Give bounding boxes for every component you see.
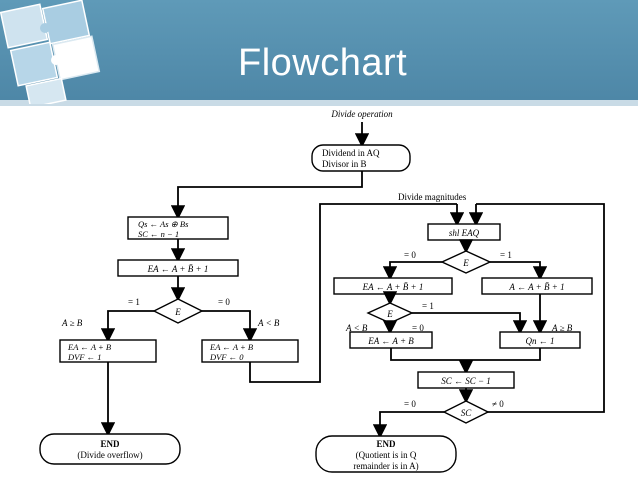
qs-box-line2: SC ← n − 1	[138, 229, 179, 239]
overflow-line1: EA ← A + B	[67, 342, 111, 352]
e-mid-one: = 1	[500, 250, 512, 260]
end-overflow-line1: END	[100, 439, 120, 449]
e-low-one: = 1	[422, 301, 434, 311]
end-overflow-box	[39, 433, 181, 465]
e-mid-zero: = 0	[404, 250, 416, 260]
header-divider	[0, 100, 638, 106]
end-final-line3: remainder is in A)	[353, 461, 418, 471]
a-lt-b-label-2: A < B	[345, 323, 368, 333]
a-ge-b-label-2: A ≥ B	[551, 323, 573, 333]
sc-nonzero: ≠ 0	[492, 399, 504, 409]
divide-magnitudes-label: Divide magnitudes	[398, 192, 467, 202]
puzzle-logo-icon	[0, 0, 101, 104]
e-left-label: E	[174, 307, 181, 317]
slide-title: Flowchart	[238, 42, 408, 84]
end-final-line2: (Quotient is in Q	[356, 450, 417, 460]
sub-left-label: EA ← A + B̄ + 1	[362, 282, 424, 292]
restore-label: EA ← A + B	[367, 336, 414, 346]
sub-right-label: A ← A + B̄ + 1	[508, 282, 564, 292]
qn-label: Qn ← 1	[526, 336, 555, 346]
end-final-box	[315, 435, 457, 473]
shl-label: shl EAQ	[449, 228, 480, 238]
e-decision-left	[152, 298, 204, 324]
start-label: Divide operation	[330, 109, 393, 119]
e-low-label: E	[386, 309, 393, 319]
qs-box-line1: Qs ← As ⊕ Bs	[138, 219, 189, 229]
sc-diamond-label: SC	[461, 408, 473, 418]
sc-zero: = 0	[404, 399, 416, 409]
slide-header	[0, 0, 638, 104]
sc-label: SC ← SC − 1	[441, 376, 491, 386]
end-final-line1: END	[376, 439, 396, 449]
no-overflow-line2: DVF ← 0	[209, 352, 244, 362]
overflow-line2: DVF ← 1	[67, 352, 102, 362]
e-low-zero: = 0	[412, 323, 424, 333]
init-box-line1: Dividend in AQ	[322, 148, 380, 158]
e-left-yes: = 1	[128, 297, 140, 307]
e-mid-label: E	[462, 258, 469, 268]
no-overflow-line1: EA ← A + B	[209, 342, 253, 352]
a-ge-b-label: A ≥ B	[61, 318, 83, 328]
sub-right-box	[481, 277, 593, 295]
e-left-no: = 0	[218, 297, 230, 307]
e-decision-mid	[440, 250, 492, 274]
init-box	[311, 144, 411, 172]
init-box-line2: Divisor in B	[322, 159, 367, 169]
ea-subtract-label: EA ← A + B̄ + 1	[147, 264, 209, 274]
end-overflow-line2: (Divide overflow)	[77, 450, 142, 460]
a-lt-b-label: A < B	[257, 318, 280, 328]
sc-decision	[442, 400, 490, 424]
